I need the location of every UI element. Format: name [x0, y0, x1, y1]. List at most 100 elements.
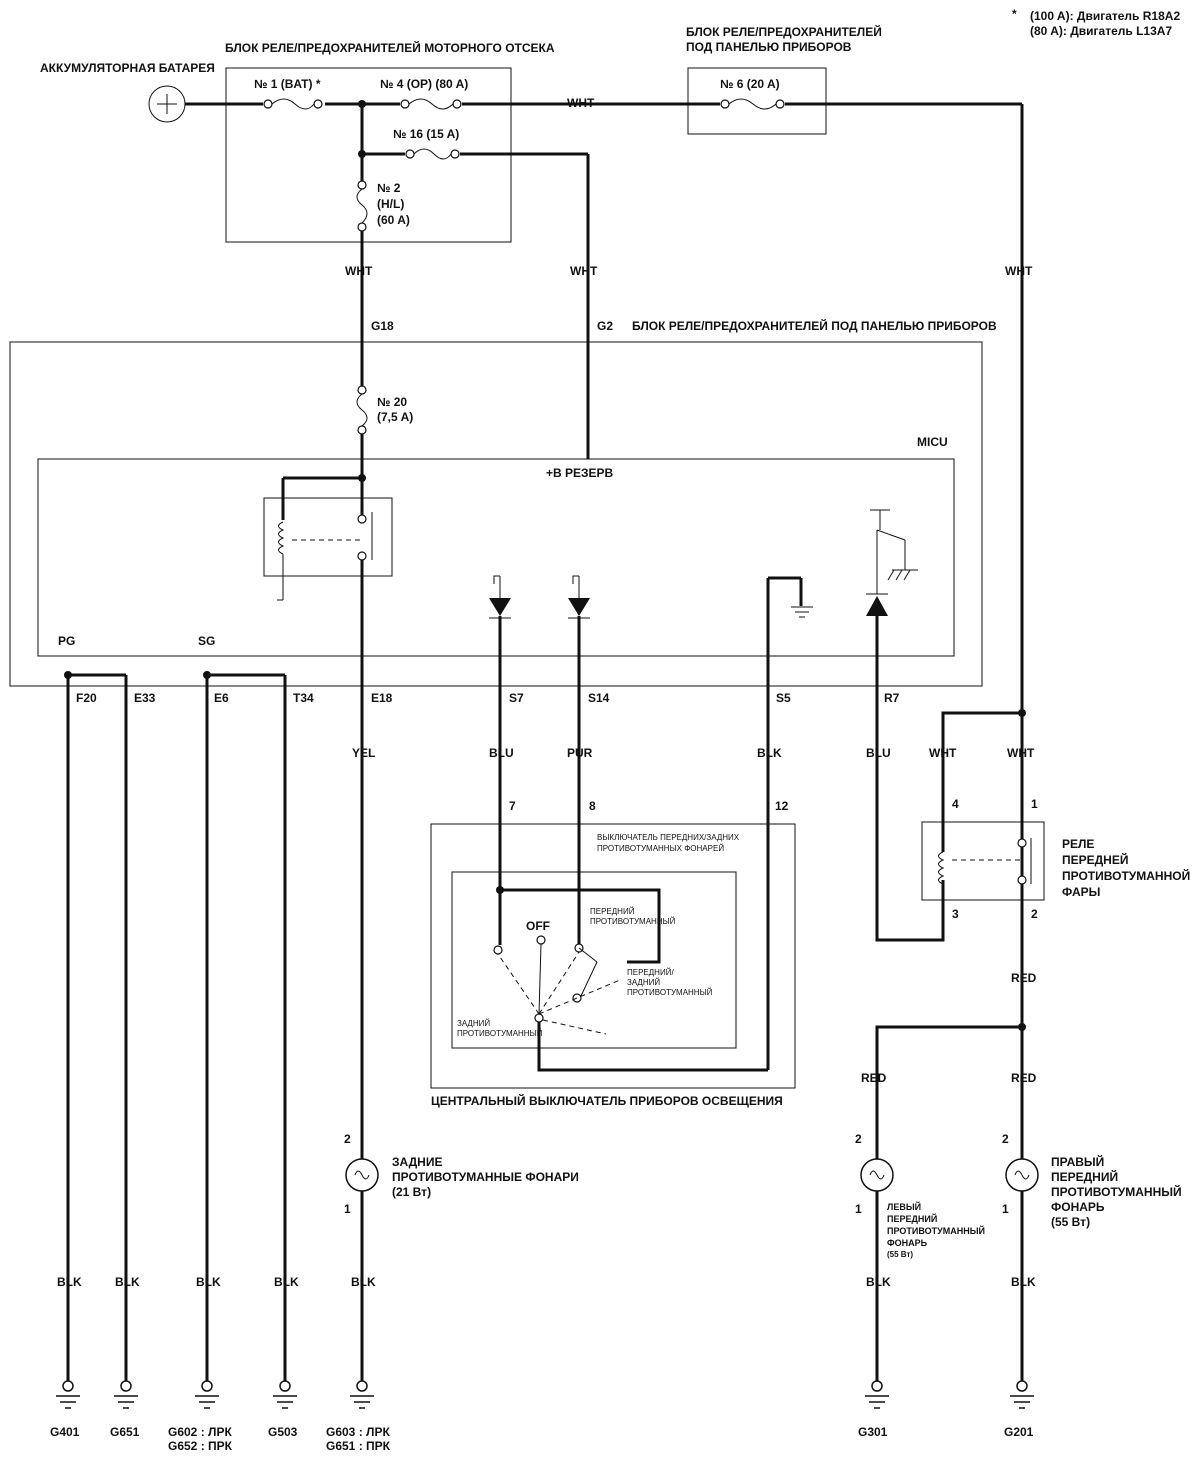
footnote-line-2: (80 A): Двигатель L13A7 [1030, 24, 1172, 38]
pg-label: PG [58, 634, 75, 648]
rear-lamp-label-2: ПРОТИВОТУМАННЫЕ ФОНАРИ [392, 1170, 579, 1184]
wire-blu-r7: BLU [866, 746, 891, 760]
connector-f20: F20 [76, 691, 97, 705]
wire-wht-g18: WHT [345, 264, 373, 278]
switch-pin-12: 12 [775, 799, 789, 813]
ground-icon [195, 1380, 219, 1409]
fuse-2-label-1: № 2 [377, 181, 401, 195]
switch-pin-8: 8 [589, 799, 596, 813]
wire-blk-g201: BLK [1011, 1275, 1036, 1289]
dash-box-top-title-2: ПОД ПАНЕЛЬЮ ПРИБОРОВ [686, 40, 852, 54]
fuse-1-icon [263, 98, 323, 110]
right-lamp-label-2: ПЕРЕДНИЙ [1051, 1169, 1118, 1184]
battery-label: АККУМУЛЯТОРНАЯ БАТАРЕЯ [40, 61, 215, 75]
wire-wht-relay-4: WHT [929, 746, 957, 760]
right-lamp-label-3: ПРОТИВОТУМАННЫЙ [1051, 1184, 1182, 1199]
connector-s14: S14 [588, 691, 610, 705]
relay-pin-4: 4 [952, 797, 959, 811]
connector-e33: E33 [134, 691, 156, 705]
ground-g651: G651 [110, 1425, 140, 1439]
connector-s5: S5 [776, 691, 791, 705]
wire-blk-g651: BLK [115, 1275, 140, 1289]
rear-lamp-label-1: ЗАДНИЕ [392, 1155, 442, 1169]
wire-wht-relay-1: WHT [1007, 746, 1035, 760]
switch-front-rear-label-2: ЗАДНИЙ [627, 978, 660, 987]
left-fog-lamp-icon [860, 1158, 894, 1192]
ground-icon [56, 1380, 80, 1409]
sg-label: SG [198, 634, 215, 648]
top-wiring [185, 100, 1024, 895]
wire-red-1: RED [1011, 971, 1037, 985]
left-lamp-pin-1: 1 [855, 1202, 862, 1216]
ground-g401: G401 [50, 1425, 80, 1439]
fuse-4-label: № 4 (OP) (80 A) [380, 77, 468, 91]
micu-relay-icon [263, 474, 393, 601]
wire-wht-top: WHT [567, 96, 595, 110]
right-lamp-pin-2: 2 [1002, 1132, 1009, 1146]
micu-label: MICU [917, 435, 948, 449]
connector-g2: G2 [597, 319, 613, 333]
ground-icon [1010, 1380, 1034, 1409]
connector-r7: R7 [884, 691, 900, 705]
connector-t34: T34 [293, 691, 314, 705]
ground-g301: G301 [858, 1425, 888, 1439]
switch-rear-label-2: ПРОТИВОТУМАННЫЙ [457, 1029, 543, 1038]
battery-positive-icon [148, 85, 186, 123]
fuse-4-icon [400, 98, 462, 110]
switch-front-rear-label-3: ПРОТИВОТУМАННЫЙ [627, 988, 713, 997]
relay-label-3: ПРОТИВОТУМАННОЙ [1062, 868, 1190, 883]
dash-box-main-title: БЛОК РЕЛЕ/ПРЕДОХРАНИТЕЛЕЙ ПОД ПАНЕЛЬЮ ПР… [632, 318, 997, 333]
connector-g18: G18 [371, 319, 394, 333]
fuse-20-icon [356, 385, 368, 435]
central-light-switch-box [430, 823, 796, 1089]
rear-lamp-pin-2: 2 [344, 1132, 351, 1146]
diode-s14-icon [568, 575, 590, 619]
ground-g503: G503 [268, 1425, 298, 1439]
fog-switch-title-2: ПРОТИВОТУМАННЫХ ФОНАРЕЙ [597, 844, 724, 853]
backup-label: +B РЕЗЕРВ [546, 466, 614, 480]
left-lamp-pin-2: 2 [855, 1132, 862, 1146]
wire-blk-g603: BLK [351, 1275, 376, 1289]
wire-r7 [875, 616, 945, 942]
ground-g201: G201 [1004, 1425, 1034, 1439]
fuse-2-icon [356, 180, 368, 232]
fog-switch-icon [493, 886, 768, 1072]
wire-wht-right: WHT [1005, 264, 1033, 278]
wire-blk-g503: BLK [274, 1275, 299, 1289]
ground-icon [273, 1380, 297, 1409]
left-lamp-label-2: ПЕРЕДНИЙ [887, 1213, 937, 1224]
connector-s7: S7 [509, 691, 524, 705]
wire-blk-s5: BLK [757, 746, 782, 760]
ground-symbols [56, 1380, 1034, 1409]
dash-box-top-title-1: БЛОК РЕЛЕ/ПРЕДОХРАНИТЕЛЕЙ [686, 24, 882, 39]
central-switch-title: ЦЕНТРАЛЬНЫЙ ВЫКЛЮЧАТЕЛЬ ПРИБОРОВ ОСВЕЩЕН… [431, 1093, 783, 1108]
right-lamp-label-4: ФОНАРЬ [1051, 1200, 1105, 1214]
wire-red-3: RED [1011, 1071, 1037, 1085]
dash-fuse-box-top [687, 67, 827, 135]
right-lamp-pin-1: 1 [1002, 1202, 1009, 1216]
relay-label-4: ФАРЫ [1062, 885, 1100, 899]
relay-label-2: ПЕРЕДНЕЙ [1062, 852, 1128, 867]
switch-pin-7: 7 [509, 799, 516, 813]
wire-pur: PUR [567, 746, 593, 760]
connector-e6: E6 [214, 691, 229, 705]
micu-box [37, 458, 955, 657]
wire-blk-g401: BLK [57, 1275, 82, 1289]
ground-icon [865, 1380, 889, 1409]
ground-g651-prk: G651 : ПРК [326, 1439, 391, 1453]
left-lamp-label-5: (55 Вт) [887, 1250, 913, 1259]
footnote-line-1: (100 A): Двигатель R18A2 [1030, 9, 1180, 23]
fuse-2-label-3: (60 A) [377, 213, 410, 227]
switch-off-label: OFF [526, 919, 550, 933]
switch-rear-label-1: ЗАДНИЙ [457, 1019, 490, 1028]
switch-front-rear-label-1: ПЕРЕДНИЙ/ [627, 968, 674, 977]
fuse-20-label-2: (7,5 A) [377, 410, 413, 424]
right-lamp-label-5: (55 Вт) [1051, 1215, 1090, 1229]
relay-pin-3: 3 [952, 907, 959, 921]
micu-ground-icon [768, 576, 813, 618]
engine-box-title: БЛОК РЕЛЕ/ПРЕДОХРАНИТЕЛЕЙ МОТОРНОГО ОТСЕ… [225, 40, 555, 55]
front-fog-relay-wiring [875, 709, 1026, 1390]
wire-red-2: RED [861, 1071, 887, 1085]
fuse-1-label: № 1 (BAT) * [254, 77, 321, 91]
